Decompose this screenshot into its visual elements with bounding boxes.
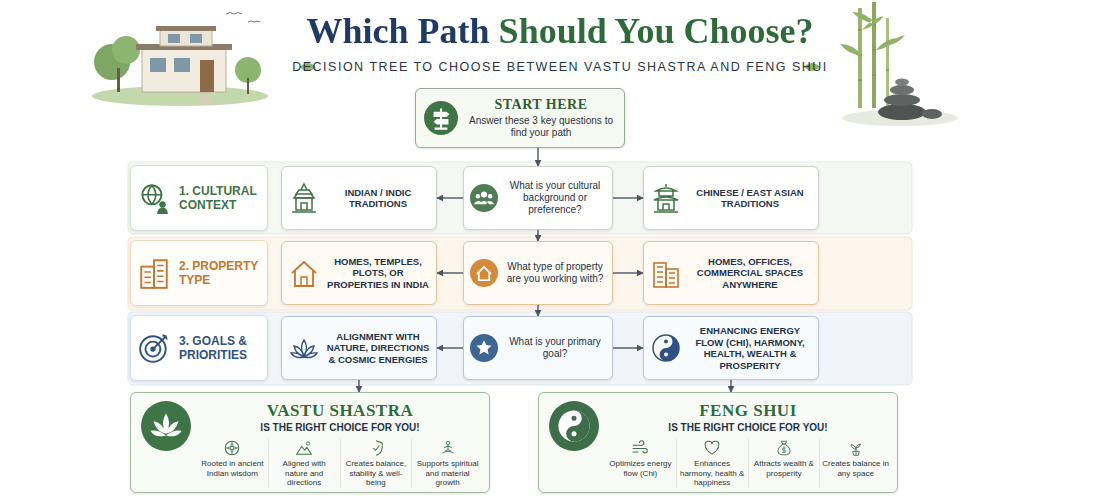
connector-arrow (437, 347, 463, 348)
question-text: What is your cultural background or pref… (504, 180, 606, 216)
result-title: VASTU SHASTRA (201, 401, 479, 421)
option-box: ALIGNMENT WITH NATURE, DIRECTIONS & COSM… (281, 316, 437, 380)
option-text: HOMES, OFFICES, COMMERCIAL SPACES ANYWHE… (688, 256, 812, 291)
office-icon (650, 257, 682, 289)
shield-icon (367, 439, 385, 457)
row-band (128, 312, 912, 385)
heart-icon (703, 439, 721, 457)
row-band (128, 237, 912, 310)
connector-arrow (437, 197, 463, 198)
connector-arrow (537, 230, 538, 241)
pagoda-icon (650, 182, 682, 214)
mountain-icon (295, 439, 313, 457)
lotus-icon (288, 332, 320, 364)
signpost-icon (424, 101, 458, 135)
benefit-text: Attracts wealth & prosperity (751, 459, 818, 478)
option-box: CHINESE / EAST ASIAN TRADITIONS (643, 166, 819, 230)
benefit-text: Aligned with nature and directions (271, 459, 338, 488)
title-text: Which Path Should You Choose? (307, 11, 814, 51)
row-label: 3. GOALS & PRIORITIES (130, 315, 268, 381)
benefit-item: Rooted in ancient Indian wisdom (197, 439, 268, 488)
benefit-item: Creates balance, stability & well-being (340, 439, 412, 488)
option-box: HOMES, OFFICES, COMMERCIAL SPACES ANYWHE… (643, 241, 819, 305)
diagram-title: Which Path Should You Choose? (0, 10, 1120, 52)
building-icon (137, 256, 171, 290)
decision-box: What type of property are you working wi… (463, 241, 613, 305)
connector-arrow (358, 380, 359, 392)
row-label: 2. PROPERTY TYPE (130, 240, 268, 306)
result-header: VASTU SHASTRAIS THE RIGHT CHOICE FOR YOU… (201, 401, 479, 434)
benefit-item: Aligned with nature and directions (268, 439, 340, 488)
globe-icon (137, 181, 171, 215)
wind-icon (631, 439, 649, 457)
meditate-icon (439, 439, 457, 457)
option-text: INDIAN / INDIC TRADITIONS (326, 187, 430, 210)
start-heading: START HERE (466, 97, 616, 113)
option-box: HOMES, TEMPLES, PLOTS, OR PROPERTIES IN … (281, 241, 437, 305)
result-subtitle: IS THE RIGHT CHOICE FOR YOU! (201, 421, 479, 434)
subtitle: DECISION TREE TO CHOOSE BETWEEN VASTU SH… (0, 60, 1120, 74)
biglotus-icon (141, 401, 191, 451)
option-text: ENHANCING ENERGY FLOW (CHI), HARMONY, HE… (688, 325, 812, 371)
result-box: FENG SHUIIS THE RIGHT CHOICE FOR YOU! Opt… (538, 392, 898, 493)
house-icon (288, 257, 320, 289)
plant-icon (847, 439, 865, 457)
start-box: START HERE Answer these 3 key questions t… (415, 88, 625, 148)
benefit-list: Rooted in ancient Indian wisdom Aligned w… (197, 439, 483, 488)
benefit-item: Supports spiritual and material growth (411, 439, 483, 488)
row-label-text: 2. PROPERTY TYPE (179, 259, 261, 287)
connector-arrow (613, 272, 643, 273)
option-text: ALIGNMENT WITH NATURE, DIRECTIONS & COSM… (326, 331, 430, 366)
target-icon (137, 331, 171, 365)
decision-box: What is your primary goal? (463, 316, 613, 380)
result-title: FENG SHUI (609, 401, 887, 421)
start-subtext: Answer these 3 key questions to find you… (466, 115, 616, 139)
yinyang-icon (650, 332, 682, 364)
benefit-text: Optimizes energy flow (Chi) (607, 459, 674, 478)
option-text: CHINESE / EAST ASIAN TRADITIONS (688, 187, 812, 210)
option-text: HOMES, TEMPLES, PLOTS, OR PROPERTIES IN … (326, 256, 430, 291)
row-label-text: 1. CULTURAL CONTEXT (179, 184, 261, 212)
benefit-text: Creates balance in any space (822, 459, 889, 478)
text-column: START HERE Answer these 3 key questions t… (466, 97, 616, 139)
row-label: 1. CULTURAL CONTEXT (130, 165, 268, 231)
benefit-text: Rooted in ancient Indian wisdom (199, 459, 266, 478)
option-box: ENHANCING ENERGY FLOW (CHI), HARMONY, HE… (643, 316, 819, 380)
connector-arrow (613, 197, 643, 198)
homeq-icon (470, 259, 498, 287)
result-header: FENG SHUIIS THE RIGHT CHOICE FOR YOU! (609, 401, 887, 434)
compass-icon (223, 439, 241, 457)
question-text: What type of property are you working wi… (504, 261, 606, 285)
option-box: INDIAN / INDIC TRADITIONS (281, 166, 437, 230)
benefit-text: Enhances harmony, health & happiness (679, 459, 746, 488)
connector-arrow (537, 305, 538, 316)
connector-arrow (437, 272, 463, 273)
row-band (128, 162, 912, 234)
benefit-item: Creates balance in any space (819, 439, 891, 488)
decision-box: What is your cultural background or pref… (463, 166, 613, 230)
benefit-text: Supports spiritual and material growth (414, 459, 481, 488)
connector-arrow (537, 148, 538, 166)
result-box: VASTU SHASTRAIS THE RIGHT CHOICE FOR YOU… (130, 392, 490, 493)
connector-arrow (730, 380, 731, 392)
bigyy-icon (549, 401, 599, 451)
benefit-text: Creates balance, stability & well-being (343, 459, 410, 488)
money-icon (775, 439, 793, 457)
benefit-item: Attracts wealth & prosperity (748, 439, 820, 488)
bamboo-stones-illustration (840, 2, 958, 126)
question-text: What is your primary goal? (504, 336, 606, 360)
benefit-item: Optimizes energy flow (Chi) (605, 439, 676, 488)
result-subtitle: IS THE RIGHT CHOICE FOR YOU! (609, 421, 887, 434)
benefit-item: Enhances harmony, health & happiness (676, 439, 748, 488)
people-icon (470, 184, 498, 212)
row-label-text: 3. GOALS & PRIORITIES (179, 334, 261, 362)
temple-icon (288, 182, 320, 214)
benefit-list: Optimizes energy flow (Chi) Enhances harm… (605, 439, 891, 488)
house-illustration (92, 13, 268, 107)
connector-arrow (613, 347, 643, 348)
star-icon (470, 334, 498, 362)
